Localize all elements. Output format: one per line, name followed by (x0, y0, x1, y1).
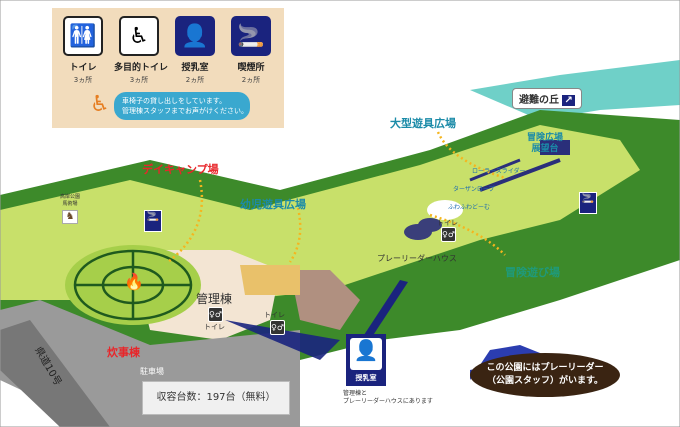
cooking-building-label: 炊事棟 (107, 346, 140, 359)
nursing-room-sign: 👤 授乳室 (346, 334, 386, 386)
legend-nursing-room: 👤 授乳室 2ヵ所 (170, 16, 220, 85)
player-leader-house-label: プレーリーダーハウス (377, 254, 457, 263)
toilet-label-playground: トイレ (264, 311, 285, 319)
horse-riding-label: 高岸公園馬術場 (60, 194, 81, 207)
restroom-icon: 🚻 (63, 16, 103, 56)
legend-restroom: 🚻 トイレ 3ヵ所 (58, 16, 108, 85)
evacuation-icon: ↗ (562, 95, 575, 106)
legend-multipurpose-restroom: ♿ 多目的トイレ 3ヵ所 (114, 16, 168, 85)
toddler-playground-label: 幼児遊具広場 (240, 198, 306, 211)
toilet-label-admin: トイレ (204, 323, 225, 331)
smoking-area-sign: 🚬 (144, 210, 162, 232)
toddler-playground-structure (240, 265, 300, 295)
parking-capacity: 収容台数：197台（無料） (142, 381, 290, 415)
toilet-label-house: トイレ (437, 219, 458, 227)
wheelchair-icon: ♿ (90, 92, 110, 117)
admin-building-label: 管理棟 (196, 292, 233, 306)
roller-slider-label: ローラースライダー (472, 168, 526, 175)
wheelchair-note: 車椅子の貸し出しをしています。 管理棟スタッフまでお声がけください。 (114, 92, 250, 120)
restroom-icon: ♀♂ (441, 227, 456, 242)
tarzan-rope-label: ターザンロープ (453, 186, 495, 193)
smoking-area-icon: 🚬 (231, 16, 271, 56)
smoking-area-sign: 🚬 (579, 192, 597, 214)
parking-lot-label: 駐車場 (140, 367, 164, 376)
facility-legend: 🚻 トイレ 3ヵ所 ♿ 多目的トイレ 3ヵ所 👤 授乳室 2ヵ所 🚬 喫煙所 2… (52, 8, 284, 128)
adventure-play-label: 冒険遊び場 (505, 266, 560, 279)
restroom-icon: ♀♂ (270, 320, 285, 335)
legend-smoking-area: 🚬 喫煙所 2ヵ所 (226, 16, 276, 85)
fuwafuwa-dome-label: ふわふわどーむ (448, 204, 491, 211)
restroom-icon: ♀♂ (208, 307, 223, 322)
large-playground-label: 大型遊具広場 (390, 117, 456, 130)
fuwafuwa-dome (427, 200, 463, 220)
brown-area (290, 270, 360, 330)
road (0, 320, 110, 427)
nursing-room-icon: 👤 (350, 338, 382, 370)
nursing-room-note: 管理棟とプレーリーダーハウスにあります (343, 390, 433, 405)
player-leader-notice: この公園にはプレーリーダー（公園スタッフ）がいます。 (470, 353, 620, 397)
multipurpose-restroom-icon: ♿ (119, 16, 159, 56)
refuge-hill-label: 避難の丘 ↗ (512, 88, 582, 109)
horse-icon: ♞ (62, 210, 78, 224)
adventure-plaza-label: 冒険広場展望台 (527, 133, 564, 154)
nursing-room-icon: 👤 (175, 16, 215, 56)
campfire-icon: 🔥 (124, 272, 144, 291)
day-camp-label: デイキャンプ場 (142, 163, 219, 176)
